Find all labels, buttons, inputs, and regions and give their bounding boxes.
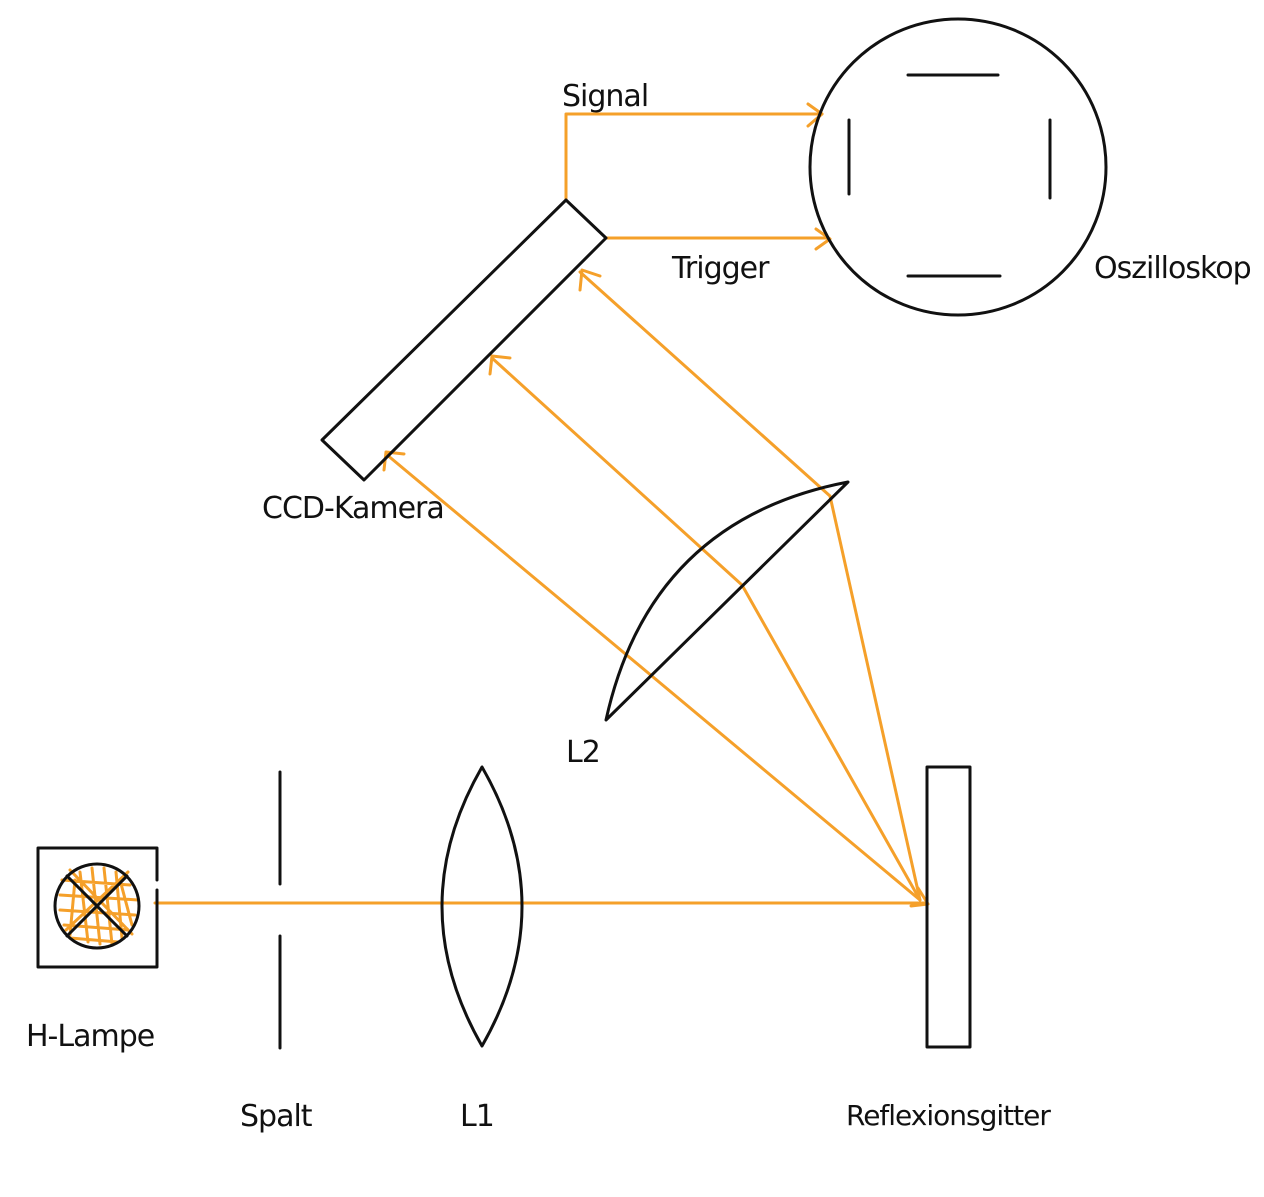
- hydrogen-lamp: [36, 846, 159, 969]
- label-grating: Reflexionsgitter: [846, 1099, 1051, 1132]
- oscilloscope-body: [808, 17, 1108, 317]
- label-trigger: Trigger: [672, 251, 769, 286]
- label-lens-l2: L2: [566, 735, 601, 770]
- signal-wire: [564, 112, 824, 202]
- label-slit: Spalt: [240, 1099, 313, 1134]
- arrowhead-camera-3: [382, 450, 406, 472]
- lamp-cross-2: [65, 874, 129, 938]
- lens-l1: [440, 765, 524, 1048]
- label-signal: Signal: [562, 79, 649, 114]
- beam-middle: [490, 356, 922, 902]
- label-lamp: H-Lampe: [26, 1019, 155, 1054]
- lamp-housing: [36, 846, 159, 969]
- lamp-scribble: [58, 866, 140, 946]
- label-ccd-camera: CCD-Kamera: [262, 491, 445, 526]
- label-oscilloscope: Oszilloskop: [1094, 251, 1252, 286]
- label-lens-l1: L1: [460, 1099, 495, 1134]
- beam-upper: [578, 270, 922, 902]
- light-beams: [153, 268, 930, 908]
- arrowhead-camera-1: [578, 268, 602, 292]
- lens-l2: [604, 480, 850, 722]
- signal-wiring: [564, 102, 832, 251]
- signal-arrowhead: [806, 102, 824, 128]
- reflection-grating: [925, 765, 972, 1049]
- ccd-camera: [320, 198, 608, 482]
- oscilloscope: [808, 17, 1108, 317]
- beam-lower: [384, 452, 922, 902]
- lamp-bulb: [53, 862, 141, 950]
- arrowhead-camera-2: [488, 354, 512, 376]
